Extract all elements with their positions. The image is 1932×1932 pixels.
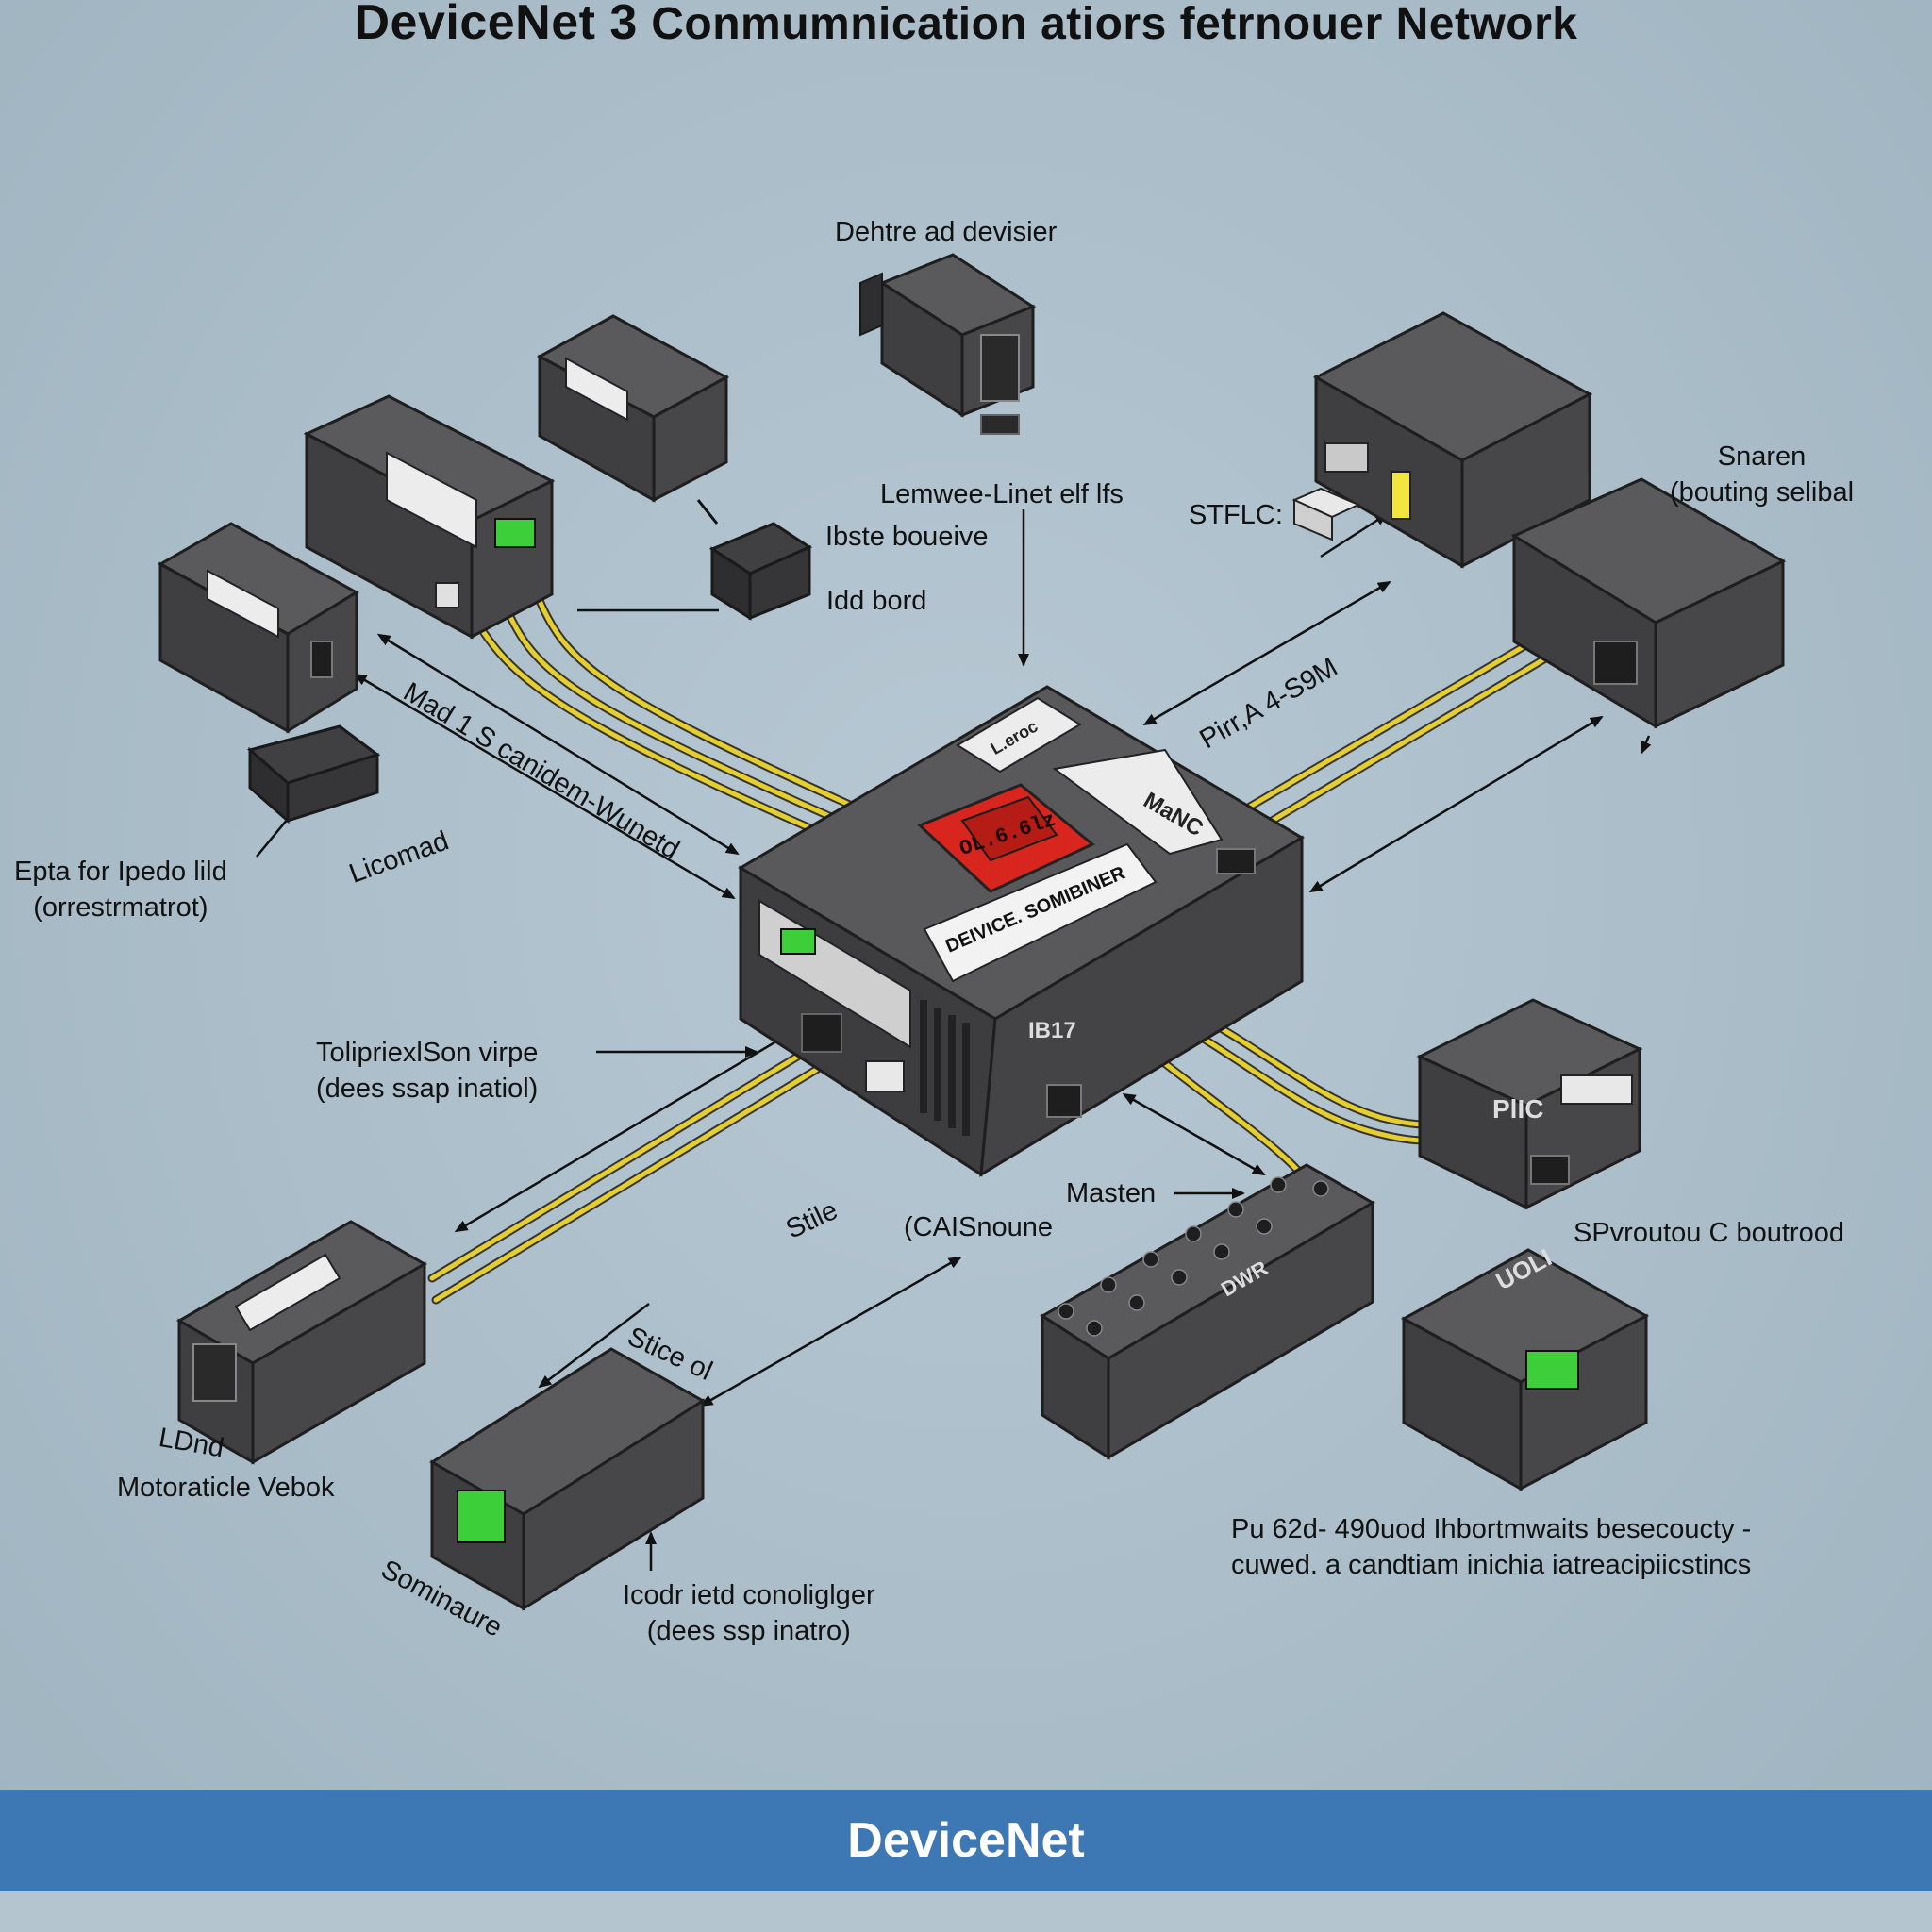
arrow-stflc bbox=[1320, 512, 1389, 558]
label-toliprix: TolipriexlSon virpe (dees ssap inatiol) bbox=[316, 1035, 538, 1107]
label-motor: Motoraticle Vebok bbox=[117, 1473, 335, 1503]
top-device bbox=[859, 253, 1037, 435]
arrow-right-lower bbox=[1308, 715, 1604, 893]
top-center-module bbox=[536, 314, 730, 503]
arrow-snaren bbox=[1640, 735, 1652, 755]
label-icodr: Icodr ietd conoliglger (dees ssp inatro) bbox=[623, 1577, 875, 1649]
label-spvroutou: SPvroutou C boutrood bbox=[1574, 1218, 1844, 1248]
footer-bar bbox=[0, 1790, 1932, 1891]
plc-module-right: PlIC bbox=[1416, 998, 1643, 1210]
arrow-stile bbox=[1122, 1093, 1266, 1176]
label-icodr-line1: Icodr ietd conoliglger bbox=[623, 1580, 875, 1610]
central-port-4 bbox=[1216, 848, 1256, 874]
label-top-device: Dehtre ad devisier bbox=[835, 217, 1058, 247]
label-pu-line1: Pu 62d- 490uod Ihbortmwaits besecoucty - bbox=[1231, 1514, 1752, 1544]
right-bottom-green-display bbox=[1525, 1350, 1579, 1390]
footer-title: DeviceNet bbox=[847, 1813, 1085, 1868]
lower-left-module bbox=[175, 1220, 428, 1465]
right-bottom-module: UOLI bbox=[1400, 1243, 1650, 1491]
central-tag-label bbox=[923, 842, 1158, 983]
label-lemwee: Lemwee-Linet elf lfs bbox=[880, 479, 1124, 509]
label-masten: Masten bbox=[1066, 1178, 1157, 1208]
title-part2: Conmumnication atiors fetrnouer Network bbox=[651, 0, 1578, 49]
cable-to-right-controller bbox=[1245, 623, 1571, 830]
central-vent-grid bbox=[920, 1000, 970, 1136]
upper-right-module bbox=[1291, 311, 1593, 569]
label-cai: (CAISnoune bbox=[904, 1212, 1053, 1242]
label-stflc: STFLC: bbox=[1189, 500, 1283, 530]
label-toliprix-line2: (dees ssap inatiol) bbox=[316, 1074, 539, 1104]
label-snaren: Snaren (bouting selibal bbox=[1670, 439, 1854, 510]
plc-right-text: PlIC bbox=[1492, 1094, 1543, 1124]
upper-left-green-display bbox=[494, 518, 536, 548]
central-green-display bbox=[780, 928, 816, 955]
far-left-module bbox=[157, 522, 360, 734]
label-epta-line1: Epta for Ipedo lild bbox=[14, 857, 227, 887]
label-epta: Epta for Ipedo lild (orrestrmatrot) bbox=[14, 854, 227, 925]
label-idd-bord: Idd bord bbox=[826, 586, 927, 616]
label-snaren-line1: Snaren bbox=[1717, 441, 1807, 472]
arrow-cai bbox=[699, 1256, 962, 1407]
far-left-connector bbox=[246, 724, 381, 824]
arrow-epta bbox=[353, 673, 736, 900]
small-connector-ibste bbox=[696, 499, 813, 621]
terminal-screws bbox=[1058, 1176, 1329, 1337]
central-port-1 bbox=[801, 1013, 842, 1053]
label-icodr-line2: (dees ssp inatro) bbox=[646, 1616, 851, 1646]
central-side-text: IB17 bbox=[1028, 1018, 1076, 1043]
diagram-title: DeviceNet 3 Conmumnication atiors fetrno… bbox=[0, 0, 1932, 47]
bottom-left-green-display bbox=[457, 1490, 506, 1543]
label-epta-line2: (orrestrmatrot) bbox=[33, 892, 208, 923]
bottom-left-module bbox=[429, 1347, 706, 1611]
label-snaren-line2: (bouting selibal bbox=[1670, 477, 1855, 508]
central-port-3 bbox=[1046, 1084, 1082, 1118]
label-pu-line2: cuwed. a candtiam inichia iatreacipiicst… bbox=[1231, 1550, 1752, 1580]
label-toliprix-line1: TolipriexlSon virpe bbox=[316, 1038, 539, 1068]
terminal-block: DWR bbox=[1040, 1163, 1375, 1460]
arrows bbox=[256, 509, 1652, 1571]
arrow-stice bbox=[538, 1303, 650, 1389]
central-port-2 bbox=[865, 1060, 905, 1092]
right-controller bbox=[1510, 477, 1787, 729]
central-tag-top bbox=[956, 696, 1082, 774]
title-part1: DeviceNet 3 bbox=[354, 0, 638, 50]
arrow-pirp bbox=[1142, 580, 1391, 726]
label-ibste: Ibste boueive bbox=[825, 522, 989, 552]
label-pu: Pu 62d- 490uod Ihbortmwaits besecoucty -… bbox=[1231, 1511, 1751, 1583]
central-master-device: L.eroc MaNC OL.6.6lz DEIVICE. SOMIBINER … bbox=[738, 685, 1305, 1177]
upper-left-module bbox=[303, 394, 556, 640]
bottom-strip bbox=[0, 1891, 1932, 1932]
central-tag-right bbox=[1052, 748, 1224, 856]
cable-to-upper-left-module bbox=[467, 591, 858, 840]
